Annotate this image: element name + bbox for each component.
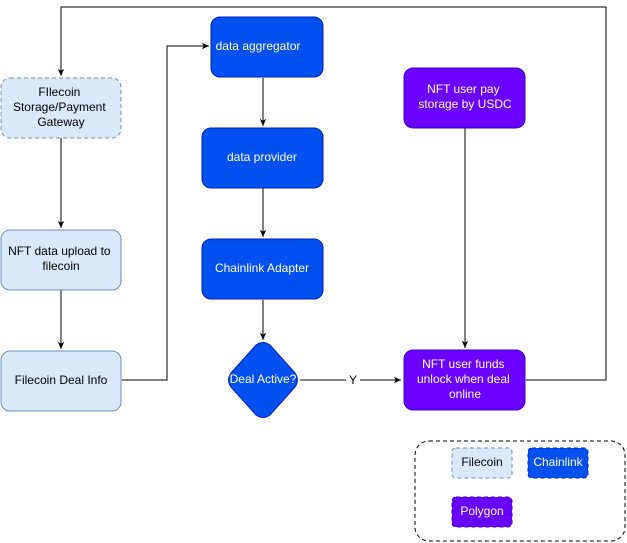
legend: Filecoin Chainlink Polygon — [414, 440, 626, 542]
node-chainlink-adapter-box — [201, 238, 324, 300]
svg-text:NFT user pay storage by: NFT user pay storage by USDC — [418, 82, 512, 111]
svg-text:Chainlink Adapter: Chainlink Adapter — [215, 261, 309, 275]
legend-item-polygon: Polygon — [451, 496, 513, 528]
node-label-line: Storage/Payment — [13, 100, 106, 114]
node-user-pay[interactable]: NFT user pay storage by USDC — [403, 67, 526, 129]
node-deal-active-diamond — [228, 342, 298, 418]
node-label-line: NFT data upload to — [8, 244, 111, 258]
svg-text:data aggregator: data aggregator — [216, 39, 301, 53]
svg-text:data provider: data provider — [227, 150, 297, 164]
node-label-line: NFT user pay — [427, 82, 499, 96]
node-nft-upload-box — [0, 229, 122, 291]
node-data-provider-box — [201, 127, 324, 189]
node-deal-info[interactable]: Filecoin Deal Info — [0, 350, 122, 412]
legend-swatch-filecoin — [451, 447, 513, 479]
legend-item-chainlink: Chainlink — [527, 447, 589, 479]
node-user-pay-box — [403, 67, 526, 129]
edges — [57, 6, 607, 384]
node-filecoin-gateway-box — [0, 77, 122, 139]
node-data-aggregator-box — [210, 16, 324, 78]
edge-label-bg — [346, 373, 360, 387]
legend-label-chainlink: Chainlink — [533, 455, 583, 469]
node-label-line: Gateway — [37, 115, 84, 129]
node-chainlink-adapter[interactable]: Chainlink Adapter — [201, 238, 324, 300]
legend-swatch-polygon — [451, 496, 513, 528]
svg-text:NFT user funds unlock w: NFT user funds unlock when deal online — [417, 357, 513, 401]
node-nft-upload[interactable]: NFT data upload to filecoin — [0, 229, 122, 291]
svg-text:FIlecoin Storage/Payment: FIlecoin Storage/Payment Gateway — [13, 85, 109, 129]
legend-label-polygon: Polygon — [460, 504, 503, 518]
node-data-aggregator[interactable]: data aggregator — [210, 16, 324, 78]
node-label-line: Chainlink Adapter — [215, 261, 309, 275]
node-label-line: Deal Active? — [230, 372, 297, 386]
legend-frame — [414, 440, 626, 542]
svg-text:NFT data upload to filec: NFT data upload to filecoin — [8, 244, 114, 273]
node-label-line: FIlecoin — [38, 85, 80, 99]
node-label-line: data aggregator — [216, 39, 301, 53]
node-label-line: filecoin — [42, 259, 79, 273]
edge-dealinfo-to-aggregator — [122, 42, 209, 381]
svg-text:Filecoin Deal Info: Filecoin Deal Info — [15, 373, 108, 387]
node-deal-active-decision[interactable]: Deal Active? — [228, 342, 298, 418]
node-label-line: NFT user funds — [422, 357, 504, 371]
legend-swatch-chainlink — [527, 447, 589, 479]
node-data-provider[interactable]: data provider — [201, 127, 324, 189]
node-label-line: unlock when deal — [417, 372, 510, 386]
node-user-funds-box — [403, 349, 526, 411]
node-label-line: data provider — [227, 150, 297, 164]
node-label-line: online — [449, 387, 481, 401]
node-label-line: storage by USDC — [418, 97, 512, 111]
node-user-funds[interactable]: NFT user funds unlock when deal online — [403, 349, 526, 411]
legend-label-filecoin: Filecoin — [461, 455, 502, 469]
legend-item-filecoin: Filecoin — [451, 447, 513, 479]
edge-funds-to-gateway — [57, 6, 607, 381]
edge-label-yes: Y — [349, 373, 357, 387]
node-filecoin-gateway[interactable]: FIlecoin Storage/Payment Gateway — [0, 77, 122, 139]
node-deal-info-box — [0, 350, 122, 412]
node-label-line: Filecoin Deal Info — [15, 373, 108, 387]
svg-text:Deal Active?: Deal Active? — [230, 372, 297, 386]
